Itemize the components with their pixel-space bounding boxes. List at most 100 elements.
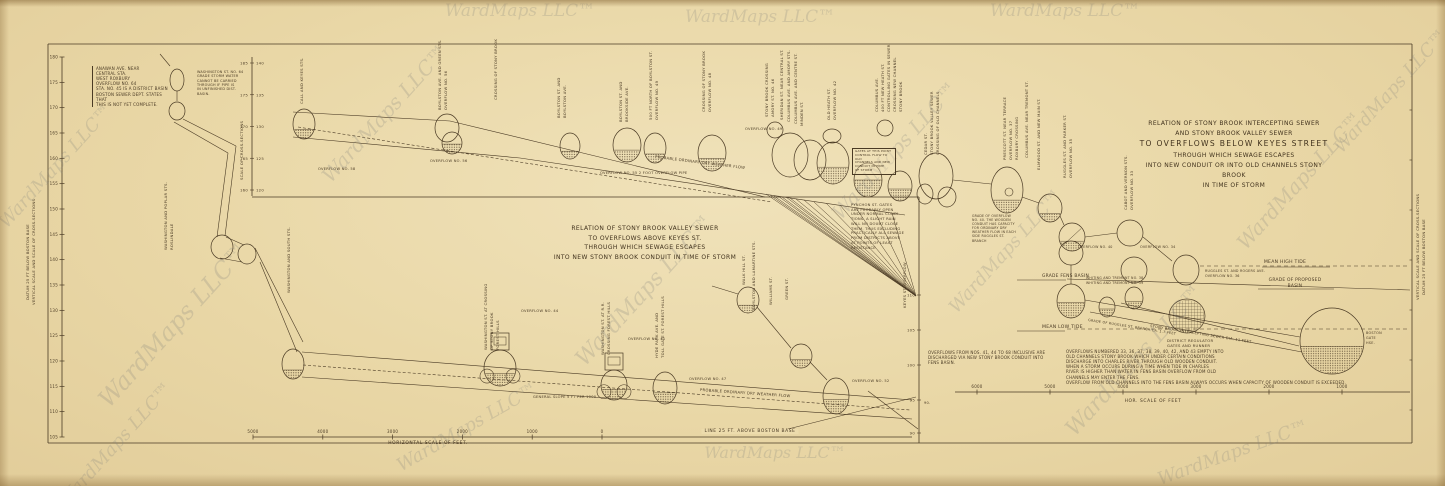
street-label: VERTICAL SCALE AND SCALE OF CROSS-SECTIO…: [1415, 193, 1420, 300]
overflow-fan-line: [773, 195, 917, 297]
profile-line: [1120, 302, 1300, 347]
sewage-fill: [485, 373, 515, 386]
scale-tick-label: 2000: [1263, 384, 1274, 389]
profile-line: [711, 285, 739, 295]
cross-scale-tick-label: 120: [256, 188, 264, 193]
overflow-fan-line: [789, 197, 917, 297]
sewer-cross-section: [1056, 283, 1086, 319]
sewage-fill: [1301, 346, 1363, 374]
sewer-cross-section: [789, 343, 813, 369]
section-outline: [771, 132, 809, 178]
section-outline: [822, 128, 842, 144]
sewer-cross-section: [652, 371, 678, 405]
street-label: OVERFLOW NO. 35: [1068, 138, 1073, 178]
sewer-cross-section: [736, 286, 760, 314]
street-label: WASHINGTON ST. AT R.R.: [600, 302, 605, 355]
scale-tick-label: 2000: [457, 429, 468, 434]
sewer-cross-section: [612, 127, 642, 163]
street-label: DATUM 25 FT BELOW BOSTON BASE: [1421, 219, 1426, 295]
elevation-tick-label: 100: [907, 363, 915, 368]
watermark-text: WardMaps LLC™: [93, 236, 256, 412]
title-line: IN TIME OF STORM: [1202, 181, 1266, 189]
sewer-cross-section: [853, 162, 883, 198]
section-outline: [1172, 254, 1200, 286]
scale-tick-label: 5000: [247, 429, 258, 434]
inline-label: WHITING AND TREMONT NO. 38: [1086, 276, 1143, 280]
profile-line: [779, 396, 917, 432]
overflow-fan-line: [785, 196, 917, 297]
section-outline: [1299, 307, 1365, 375]
profile-line: [1021, 196, 1040, 204]
cross-scale-tick-label: 160: [240, 188, 248, 193]
title-valley-sewer: RELATION OF STONY BROOK VALLEY SEWER TO …: [550, 224, 740, 263]
elevation-tick-label: 130: [50, 308, 59, 313]
sewage-fill: [791, 359, 811, 368]
elevation-tick-label: 95: [910, 398, 916, 403]
note-controlling-gates: GATES AT THIS POINT CONTROL FLOW TO OLD …: [852, 148, 896, 175]
sewage-fill: [699, 158, 725, 171]
street-label: COLUMBUS AVE. AND AMORY STS.: [786, 50, 791, 122]
elevation-tick-label: 140: [50, 257, 59, 262]
street-label: CALL AND KEYES STS.: [299, 57, 304, 104]
section-outline: [210, 234, 234, 260]
street-label: PRESCOTT ST. NEAR TERRACE: [1002, 96, 1007, 160]
street-label: CEDAR ST.: [923, 133, 928, 155]
cross-scale-tick-label: 140: [256, 61, 264, 66]
sewer-cross-section: [168, 101, 186, 121]
inline-label: OVERFLOW NO. 41: [628, 337, 665, 341]
street-label: COLUMBUS AVE. AND CENTRE ST.: [793, 53, 798, 124]
street-label: VERTICAL SCALE AND SCALE OF CROSS-SECTIO…: [31, 198, 36, 305]
note-washington-st: WASHINGTON ST. NO. 64 GRADE STORM WATER …: [197, 70, 244, 96]
section-outline: [1098, 296, 1116, 318]
sewage-fill: [283, 370, 303, 379]
section-outline: [1058, 240, 1084, 266]
street-label: WASHINGTON ST. AT CROSSING: [483, 283, 488, 350]
sewer-cross-section: [1168, 298, 1206, 334]
profile-line: [301, 351, 913, 401]
elevation-tick-label: 160: [50, 156, 59, 161]
street-label: CROSSING OF OLD CHANNELS: [935, 91, 940, 155]
sewer-cross-section: [937, 186, 957, 208]
sewer-cross-section: [596, 352, 632, 401]
section-outline: [1168, 298, 1206, 334]
sewage-fill: [442, 144, 462, 154]
section-outline: [853, 162, 883, 198]
scale-tick-label: 4000: [317, 429, 328, 434]
profile-line: [1084, 232, 1118, 238]
section-outline: [736, 286, 760, 314]
profile-line: [259, 261, 298, 353]
street-label: STONY BROOK: [898, 81, 903, 112]
elevation-tick-label: 105: [907, 328, 915, 333]
overflow-fan-line: [781, 196, 917, 297]
street-label: CROSSING FOREST HILLS: [606, 301, 611, 355]
profile-line: [292, 136, 906, 216]
inline-label: DISTRICT REGULATOR: [1167, 338, 1214, 343]
overflow-fan-line: [803, 199, 917, 297]
section-outline: [1056, 283, 1086, 319]
section-outline: [237, 243, 257, 265]
watermark-text: WardMaps LLC™: [393, 378, 541, 476]
inline-label: OVERFLOW NO. 40: [1078, 245, 1113, 249]
side-pipe: [505, 368, 521, 384]
profile-line: [292, 111, 766, 198]
sewer-cross-section: [822, 377, 850, 415]
street-label: KEYES ST. OVERFLOW: [902, 262, 907, 308]
scale-tick-label: 5000: [1044, 384, 1055, 389]
scale-tick-label: 3000: [387, 429, 398, 434]
section-outline: [441, 131, 463, 155]
side-pipe: [596, 384, 612, 400]
title-line: RELATION OF STONY BROOK INTERCEPTING SEW…: [1148, 120, 1320, 127]
elevation-tick-label: 170: [50, 105, 59, 110]
elevation-tick-label: 150: [50, 207, 59, 212]
profile-line: [1142, 236, 1173, 262]
sewer-cross-section: [1037, 193, 1063, 223]
cross-scale-tick-label: 185: [240, 61, 248, 66]
profile-line: [867, 390, 919, 430]
elevation-tick-label: 175: [50, 80, 59, 85]
street-label: 500 FT NORTH OF BOYLSTON ST.: [648, 51, 653, 120]
sewer-cross-section: [816, 141, 850, 185]
title-line-emphasis: TO OVERFLOWS BELOW KEYES STREET: [1139, 139, 1329, 149]
profile-line: [159, 53, 171, 67]
inline-label: OVERFLOW NO. 52: [852, 379, 889, 383]
profile-line: [1066, 278, 1411, 291]
